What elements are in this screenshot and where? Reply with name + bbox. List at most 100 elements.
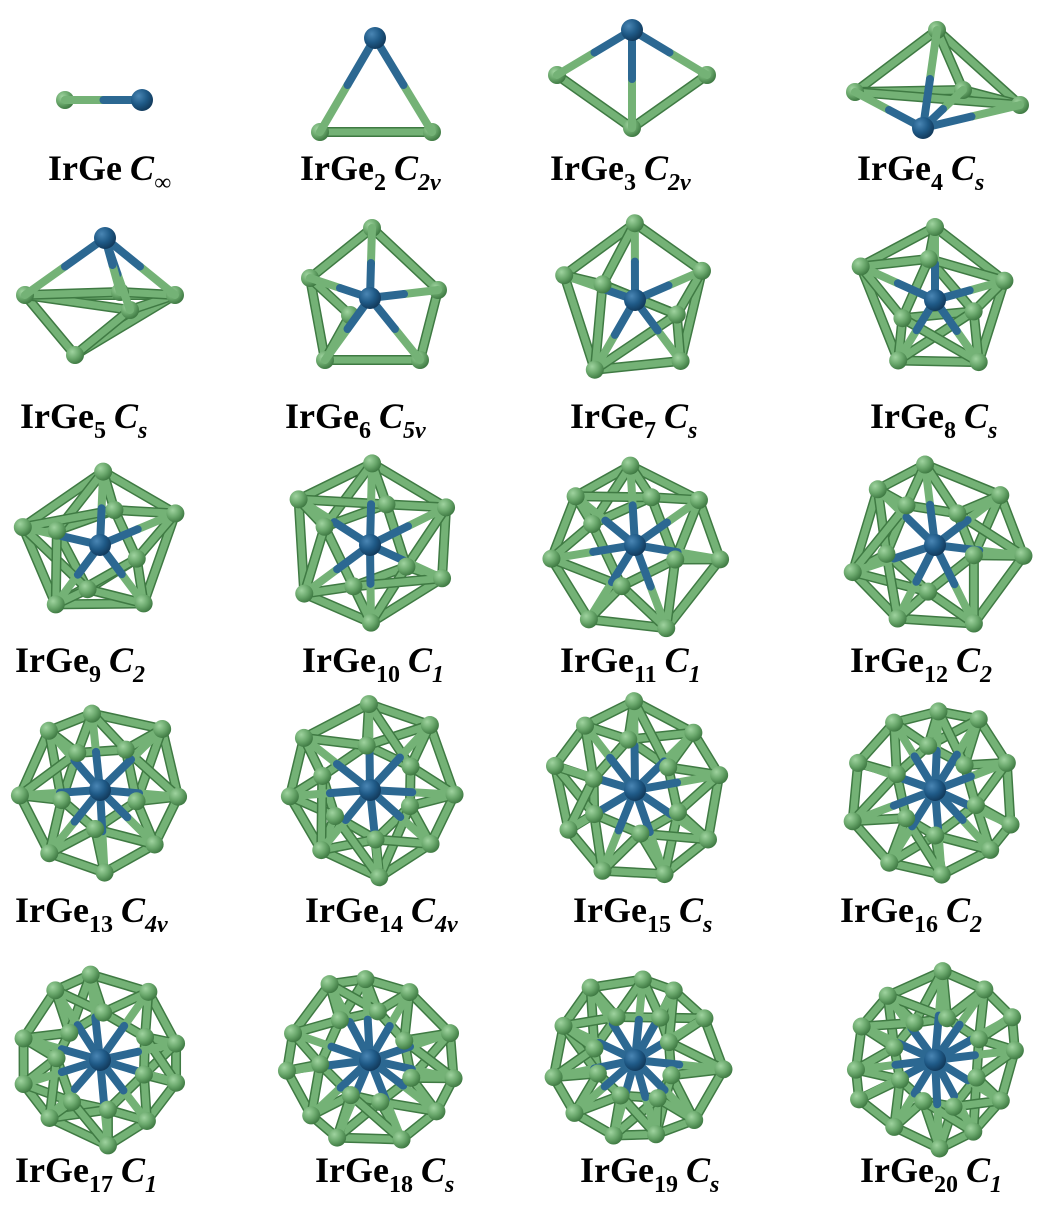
ge-atom — [357, 736, 376, 755]
ge-ge-bond — [598, 830, 644, 875]
ge-ge-bond — [882, 550, 902, 623]
ge-ge-bond — [133, 725, 166, 805]
ge-ge-bond-edge — [889, 706, 944, 728]
ir-ge-bond-ir-half — [631, 541, 655, 591]
ge-atom — [14, 1075, 33, 1094]
ge-ge-bond-edge — [306, 1059, 326, 1121]
ge-ge-bond-edge — [959, 760, 981, 811]
ir-ge-bond-ge-half — [939, 86, 967, 113]
ge-ge-bond — [953, 491, 1004, 517]
ge-ge-bond-edge — [370, 801, 415, 845]
ge-ge-bond — [898, 307, 978, 322]
ge-ge-bond — [363, 721, 434, 750]
ge-ge-bond — [317, 846, 383, 881]
ge-ge-bond-edge — [348, 581, 376, 628]
ge-ge-bond-edge — [405, 720, 435, 772]
ge-atom — [625, 692, 644, 711]
ge-atom — [46, 981, 65, 1000]
ir-ge-bond-ir-half — [366, 522, 413, 549]
ge-atom — [581, 978, 600, 997]
ge-ge-bond — [551, 762, 598, 818]
ge-ge-bond — [400, 1029, 454, 1045]
ge-atom — [893, 309, 912, 328]
ge-ge-bond-edge — [663, 1013, 710, 1048]
ge-ge-bond — [849, 568, 932, 596]
ir-ge-bond-ge-half — [854, 758, 901, 781]
ge-ge-bond — [321, 500, 390, 531]
ir-ge-bond-ir-half — [931, 1011, 943, 1064]
ir-ge-bond-ge-half — [300, 565, 342, 598]
ge-ge-bond-edge — [897, 313, 984, 368]
ge-ge-bond — [300, 734, 326, 780]
ge-ge-bond — [689, 729, 723, 779]
ge-ge-bond-edge — [889, 1096, 929, 1132]
ge-ge-bond — [639, 975, 664, 1022]
ge-ge-bond-edge — [345, 1090, 407, 1145]
ir-ge-bond-ge-half — [586, 983, 617, 1028]
ge-atom — [919, 249, 938, 268]
ge-ge-bond — [636, 808, 682, 838]
point-group-symbol: C — [945, 890, 970, 930]
ge-ge-bond-edge — [320, 310, 355, 365]
ge-ge-bond — [158, 725, 182, 801]
ge-atom — [664, 981, 683, 1000]
ge-ge-bond — [331, 812, 380, 843]
ge-ge-bond-edge — [98, 986, 154, 1018]
ge-ge-bond — [376, 1074, 415, 1106]
ir-ge-bond-ir-half — [631, 296, 662, 335]
ge-ge-bond — [318, 742, 371, 780]
ir-ge-bond-ge-half — [571, 492, 610, 525]
ge-atom — [81, 965, 100, 984]
ge-ge-bond — [943, 1014, 983, 1043]
ge-ge-bond-edge — [44, 1053, 62, 1123]
ge-ge-bond — [382, 500, 410, 571]
point-group-subscript: 2v — [667, 170, 691, 196]
ge-ge-bond — [852, 1044, 898, 1074]
ir-ge-bond-ge-half — [108, 261, 124, 296]
ge-ge-bond — [854, 759, 901, 778]
ge-atom — [585, 805, 604, 824]
ge-ge-bond — [931, 801, 980, 839]
ge-ge-bond-edge — [361, 720, 435, 751]
ge-ge-bond-edge — [847, 567, 903, 624]
ge-ge-bond — [416, 286, 442, 364]
ge-ge-bond-edge — [675, 265, 707, 366]
ge-atom — [420, 716, 439, 735]
ge-ge-bond — [902, 501, 961, 517]
ge-ge-bond-edge — [549, 720, 591, 771]
point-group-subscript: 2 — [132, 662, 145, 688]
ge-atom — [301, 269, 319, 287]
ge-ge-bond-edge — [659, 834, 713, 880]
ge-ge-bond-edge — [64, 1007, 109, 1038]
ge-ge-bond — [84, 585, 148, 607]
ge-ge-bond-edge — [281, 1028, 299, 1076]
ge-ge-bond-edge — [125, 290, 180, 315]
ge-ge-bond-edge — [666, 1070, 700, 1126]
ge-ge-bond-edge — [51, 525, 93, 595]
ge-ge-bond — [919, 1097, 943, 1152]
ir-ge-bond-ir-half — [606, 753, 639, 794]
ge-atom — [1014, 546, 1033, 565]
ge-atom — [593, 861, 612, 880]
ir-ge-bond-ir-half — [96, 786, 132, 822]
ge-ge-bond-edge — [589, 1043, 603, 1079]
ge-ge-bond — [88, 710, 130, 754]
ge-ge-bond-edge — [930, 830, 996, 855]
ge-ge-bond-edge — [324, 974, 371, 990]
ge-ge-bond — [970, 551, 1027, 560]
ge-ge-bond-edge — [629, 696, 699, 738]
ge-ge-bond — [849, 568, 902, 623]
ge-ge-bond-edge — [138, 1032, 151, 1080]
ge-ge-bond — [53, 506, 118, 535]
ge-ge-bond — [890, 1044, 904, 1084]
ge-atom — [880, 853, 899, 872]
ge-atom — [341, 1086, 360, 1105]
ge-ge-bond — [349, 563, 410, 590]
ge-ge-bond — [896, 1076, 927, 1105]
atom-count-subscript: 9 — [88, 662, 101, 688]
ge-atom — [888, 609, 907, 628]
ir-ge-bond-ir-half — [931, 296, 961, 336]
